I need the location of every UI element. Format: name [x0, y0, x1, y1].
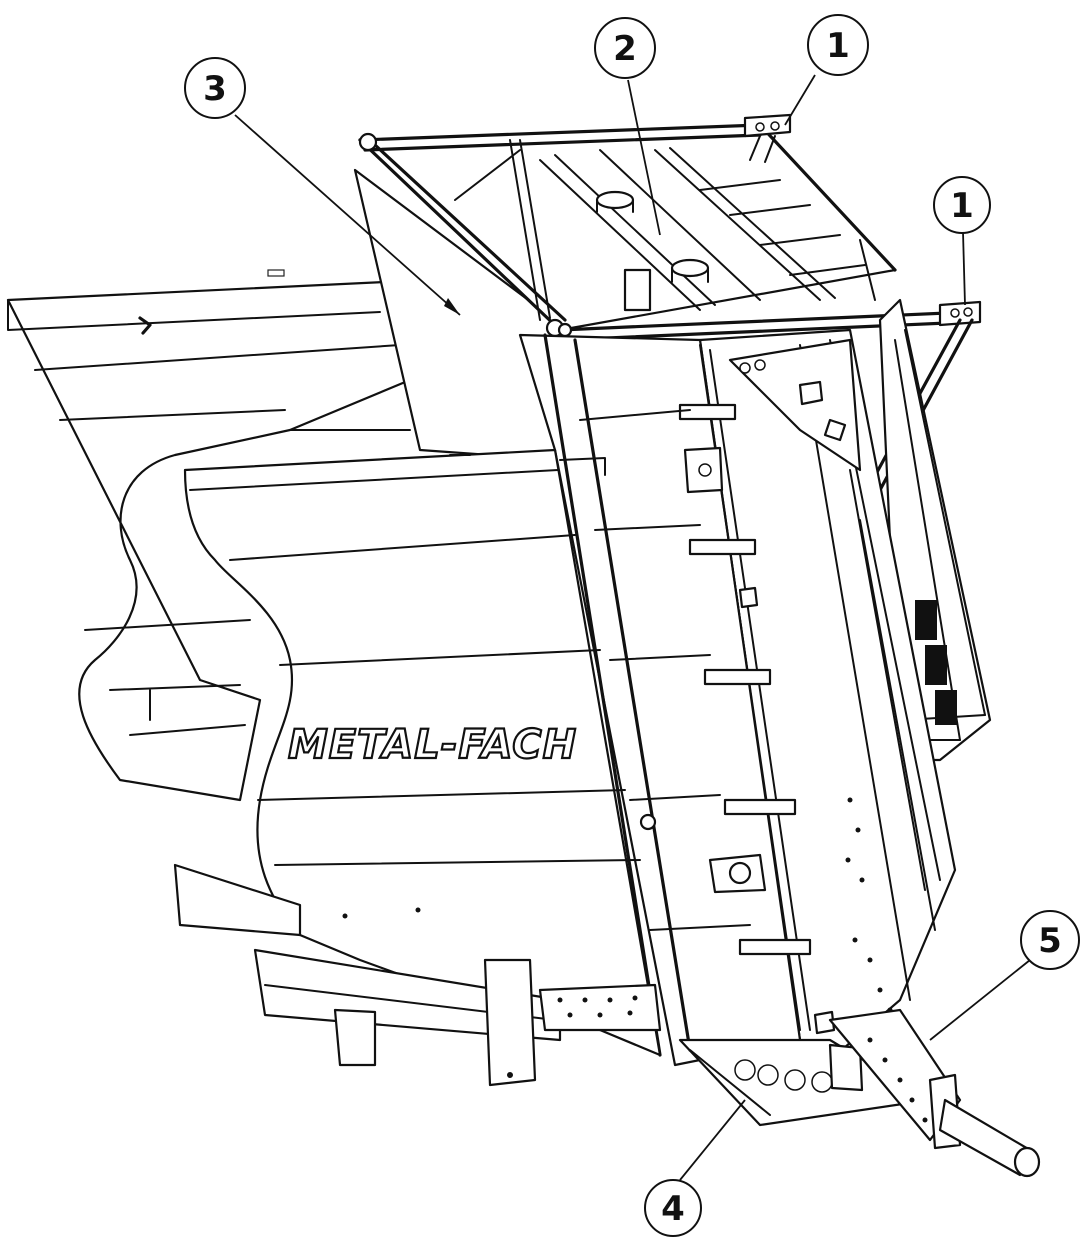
- callout-3: 3: [184, 57, 461, 316]
- latch-set: [678, 403, 836, 1035]
- chassis: [173, 863, 662, 1087]
- door-frame: [518, 333, 836, 1067]
- callout-1-top: 1: [784, 14, 869, 126]
- brand-logo-text: METAL-FACH: [288, 722, 577, 768]
- callout-2: 2: [594, 17, 661, 236]
- callout-5: 5: [929, 910, 1080, 1041]
- drawbar: [828, 1008, 1041, 1178]
- rear-hopper: [6, 269, 412, 802]
- callout-4: 4: [644, 1099, 746, 1237]
- callout-label: 4: [661, 1189, 685, 1229]
- callout-1-right: 1: [933, 176, 991, 306]
- callout-label: 3: [203, 69, 227, 109]
- callout-label: 2: [613, 29, 637, 69]
- callout-label: 1: [950, 186, 974, 226]
- callout-label: 1: [826, 26, 850, 66]
- callout-label: 5: [1038, 921, 1062, 961]
